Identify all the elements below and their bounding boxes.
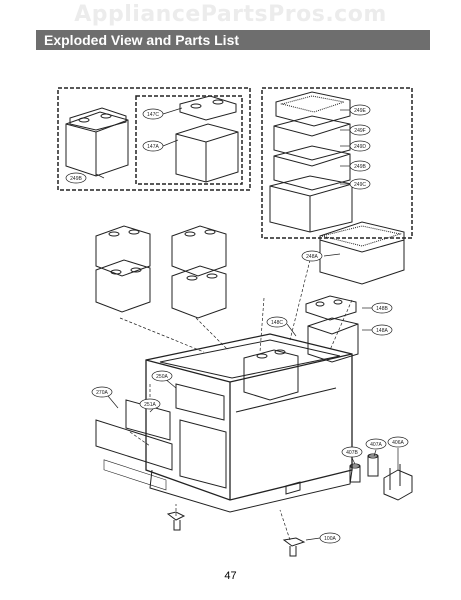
callout-248a: 248A [301,250,323,262]
callout-100a: 100A [319,532,341,544]
svg-text:249D: 249D [354,144,366,150]
page-number: 47 [224,570,237,582]
callout-406a: 406A [387,436,409,448]
foot-right [282,537,306,557]
callout-148b: 148B [371,302,393,314]
svg-text:100A: 100A [324,536,336,542]
bin-248a [319,221,405,285]
callout-147a: 147A [142,140,164,152]
foot-left [166,511,186,531]
svg-text:148A: 148A [376,328,388,334]
part-407a [367,453,379,477]
section-title: Exploded View and Parts List [44,32,240,48]
callout-249e: 249E [349,104,371,116]
callout-407b: 407B [341,446,363,458]
callout-249f: 249F [349,124,371,136]
bin-249c [269,175,353,233]
svg-text:148B: 148B [376,306,388,312]
svg-text:406A: 406A [392,440,404,446]
callout-407a: 407A [365,438,387,450]
svg-text:407B: 407B [346,450,358,456]
svg-text:249C: 249C [354,182,366,188]
bin-249b [65,107,129,177]
svg-text:148C: 148C [271,320,283,326]
bin-stack-a [95,225,151,313]
svg-text:251A: 251A [144,402,156,408]
svg-text:249B: 249B [354,164,366,170]
callout-270a: 270A [91,386,113,398]
svg-text:147C: 147C [147,112,159,118]
svg-text:249B: 249B [70,176,82,182]
bin-147a [175,123,239,183]
callout-148a: 148A [371,324,393,336]
svg-text:407A: 407A [370,442,382,448]
bin-249f [273,115,351,161]
svg-text:248A: 248A [306,254,318,260]
control-panel [95,399,173,491]
bin-148c [243,349,299,401]
lid-147c [179,95,237,121]
callout-147c: 147C [142,108,164,120]
group-box-inner [135,95,243,185]
group-box-right [261,87,413,239]
bin-249d [273,145,351,191]
svg-text:249E: 249E [354,108,366,114]
callout-249b-right: 249B [349,160,371,172]
callout-249c: 249C [349,178,371,190]
svg-text:250A: 250A [156,374,168,380]
callout-249b-left: 249B [65,172,87,184]
bin-148b [305,295,357,321]
bin-stack-b [171,225,227,319]
callout-148c: 148C [266,316,288,328]
svg-text:270A: 270A [96,390,108,396]
watermark-text: AppliancePartsPros.com [74,2,387,27]
bin-148a [307,317,359,363]
svg-text:147A: 147A [147,144,159,150]
callout-250a: 250A [151,370,173,382]
callout-249d: 249D [349,140,371,152]
cabinet-body [145,333,353,513]
section-banner: Exploded View and Parts List [36,30,430,50]
lid-249e [275,91,351,127]
group-box-left [57,87,251,191]
callout-251a: 251A [139,398,161,410]
svg-text:249F: 249F [354,128,365,134]
